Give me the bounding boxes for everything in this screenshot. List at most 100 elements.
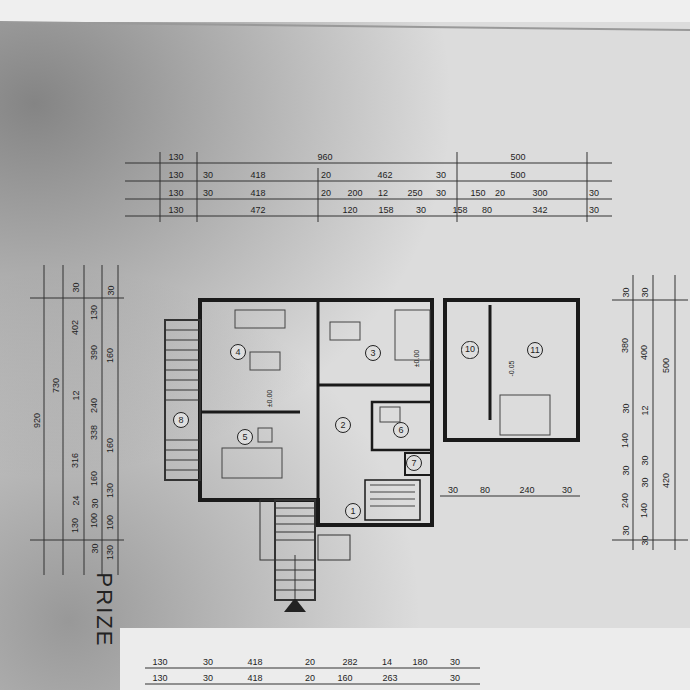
dimension-text: 250 — [407, 189, 422, 198]
dimension-text: 30 — [589, 189, 599, 198]
dimension-text: 240 — [91, 397, 100, 412]
room-number-text: 11 — [530, 346, 539, 355]
room-number-text: 4 — [235, 348, 240, 357]
paper-edge — [0, 0, 690, 22]
dimension-text: 240 — [519, 486, 534, 495]
room-number: 4 — [230, 344, 246, 360]
dimension-text: 500 — [510, 153, 525, 162]
dimension-text: 240 — [622, 492, 631, 507]
dimension-text: 418 — [250, 189, 265, 198]
dimension-text: 24 — [71, 495, 80, 505]
dimension-text: 30 — [71, 282, 80, 292]
dimension-text: 30 — [621, 525, 630, 535]
dimension-text: 80 — [480, 486, 490, 495]
dimension-text: 342 — [532, 206, 547, 215]
dimension-text: 30 — [448, 486, 458, 495]
next-page — [120, 628, 690, 690]
entry-arrow — [284, 598, 306, 612]
dimension-text: 30 — [640, 477, 649, 487]
dimension-text: 12 — [378, 189, 388, 198]
dimension-text: 30 — [450, 658, 460, 667]
walls — [200, 300, 578, 525]
room-number-text: 2 — [340, 421, 345, 430]
dimension-text: 730 — [53, 377, 62, 392]
dimension-text: 400 — [641, 344, 650, 359]
dimension-text: 130 — [107, 544, 116, 559]
room-number: 3 — [365, 345, 381, 361]
room-number: 1 — [345, 503, 361, 519]
dimension-text: 300 — [532, 189, 547, 198]
dimension-text: 130 — [168, 189, 183, 198]
dimension-text: 30 — [436, 171, 446, 180]
furniture — [222, 310, 550, 506]
dimension-text: 30 — [203, 674, 213, 683]
dimension-text: 30 — [436, 189, 446, 198]
dimension-text: 20 — [321, 171, 331, 180]
dimension-text: 20 — [495, 189, 505, 198]
dimension-text: 30 — [106, 285, 115, 295]
dimension-text: 30 — [90, 498, 99, 508]
dimension-text: 418 — [250, 171, 265, 180]
dimension-text: 30 — [621, 287, 630, 297]
dimension-text: 418 — [247, 658, 262, 667]
dimension-text: 960 — [317, 153, 332, 162]
dimension-text: 402 — [72, 319, 81, 334]
dimension-text: 920 — [34, 412, 43, 427]
dimension-text: 130 — [152, 674, 167, 683]
dimension-text: 200 — [347, 189, 362, 198]
dimension-text: 12 — [640, 405, 649, 415]
dimension-text: 20 — [305, 658, 315, 667]
dimension-text: 263 — [382, 674, 397, 683]
room-number-text: 7 — [411, 459, 416, 468]
room-number: 5 — [237, 429, 253, 445]
dimension-text: 30 — [562, 486, 572, 495]
dimension-text: 130 — [168, 153, 183, 162]
dimension-text: 130 — [107, 482, 116, 497]
entry-stairs — [260, 500, 350, 600]
dimension-text: 80 — [482, 206, 492, 215]
dimension-text: 30 — [640, 455, 649, 465]
room-number: 6 — [393, 422, 409, 438]
room-number-text: 10 — [465, 345, 475, 354]
dimension-text: 30 — [621, 465, 630, 475]
dimension-text: 338 — [91, 424, 100, 439]
room-number: 10 — [461, 341, 478, 358]
dimension-text: 380 — [622, 337, 631, 352]
dimension-text: 130 — [168, 171, 183, 180]
dimension-text: 30 — [203, 658, 213, 667]
room-number-text: 3 — [370, 349, 375, 358]
dimension-text: 30 — [640, 535, 649, 545]
dimension-text: 316 — [72, 452, 81, 467]
room-number: 2 — [335, 417, 351, 433]
balcony-hatch — [165, 320, 200, 480]
dimension-text: 130 — [168, 206, 183, 215]
dimension-text: 472 — [250, 206, 265, 215]
room-number-text: 1 — [350, 507, 355, 516]
plan-title: PRIZE — [93, 573, 115, 648]
dimension-text: 140 — [641, 502, 650, 517]
dimension-text: 100 — [107, 514, 116, 529]
room-number-text: 8 — [178, 416, 183, 425]
dimension-text: 30 — [203, 171, 213, 180]
spot-elevation: -0.05 — [509, 360, 516, 376]
dimension-text: 30 — [90, 543, 99, 553]
dimension-text: 120 — [342, 206, 357, 215]
dimension-text: 14 — [382, 658, 392, 667]
dimension-text: 158 — [452, 206, 467, 215]
spot-elevation: ±0.00 — [414, 349, 421, 366]
dimension-text: 150 — [470, 189, 485, 198]
dimension-text: 160 — [91, 470, 100, 485]
dimension-text: 130 — [91, 304, 100, 319]
dimension-text: 100 — [91, 512, 100, 527]
dimension-text: 30 — [589, 206, 599, 215]
dimension-text: 160 — [107, 347, 116, 362]
dimension-lines — [30, 152, 688, 684]
dimension-text: 130 — [72, 517, 81, 532]
dimension-text: 30 — [450, 674, 460, 683]
dimension-text: 418 — [247, 674, 262, 683]
dimension-text: 160 — [107, 437, 116, 452]
dimension-text: 30 — [416, 206, 426, 215]
room-number: 7 — [406, 455, 422, 471]
dimension-text: 390 — [91, 344, 100, 359]
dimension-text: 130 — [152, 658, 167, 667]
